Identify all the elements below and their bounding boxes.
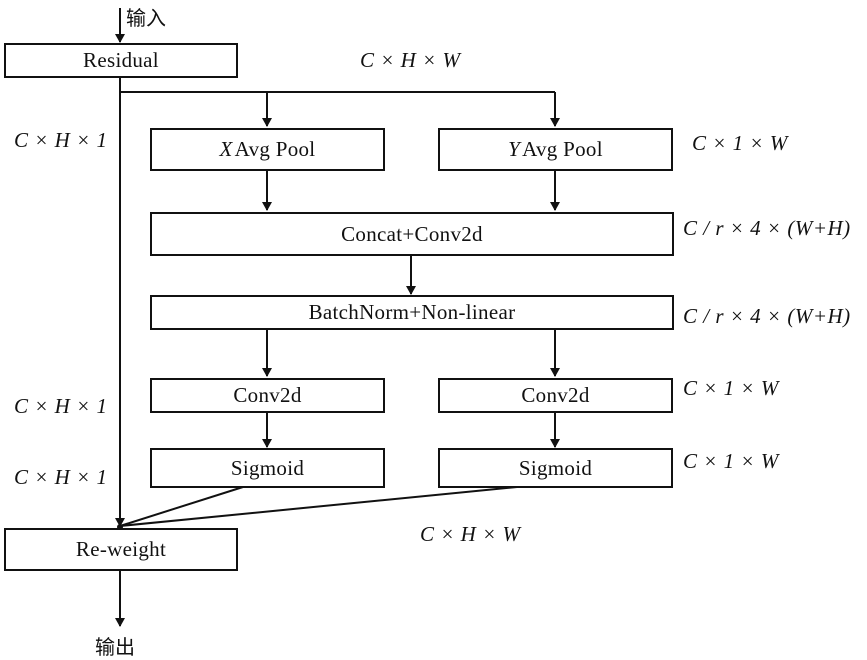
sigmoid-right-label: Sigmoid [518,455,593,480]
dim-reweight-in: C × H × W [420,522,521,546]
conv2d-left-box: Conv2d [150,378,385,413]
sigmoid-left-label: Sigmoid [230,455,305,480]
residual-label: Residual [83,48,159,72]
input-label: 输入 [126,6,166,30]
batchnorm-box: BatchNorm+Non-linear [150,295,674,330]
y-avg-pool-box: YAvg Pool [438,128,673,171]
x-avg-pool-text: Avg Pool [234,137,316,161]
dim-right-pool: C × 1 × W [692,131,788,155]
reweight-box: Re-weight [4,528,238,571]
sigmoid-right-to-junction-line [119,486,518,527]
dim-left-pool: C × H × 1 [14,128,108,152]
x-avg-pool-label: XAvg Pool [220,137,316,162]
x-avg-pool-box: XAvg Pool [150,128,385,171]
output-label: 输出 [95,635,135,659]
dim-conv-right: C × 1 × W [683,376,779,400]
y-var: Y [508,137,521,161]
conv2d-right-label: Conv2d [521,383,590,407]
concat-conv2d-label: Concat+Conv2d [341,221,483,246]
conv2d-left-label: Conv2d [233,383,302,407]
y-avg-pool-label: YAvg Pool [508,137,603,162]
sigmoid-right-box: Sigmoid [438,448,673,488]
dim-conv-left: C × H × 1 [14,394,108,418]
reweight-label: Re-weight [75,537,167,561]
dim-sigmoid-left: C × H × 1 [14,465,108,489]
sigmoid-left-box: Sigmoid [150,448,385,488]
dim-residual-out: C × H × W [360,48,461,72]
conv2d-right-box: Conv2d [438,378,673,413]
y-avg-pool-text: Avg Pool [522,137,603,161]
dim-concat-out: C / r × 4 × (W+H) [683,216,851,240]
concat-conv2d-box: Concat+Conv2d [150,212,674,256]
dim-bn-out: C / r × 4 × (W+H) [683,304,851,328]
residual-box: Residual [4,43,238,78]
sigmoid-left-to-junction-line [119,486,244,527]
batchnorm-label: BatchNorm+Non-linear [308,300,516,324]
x-var: X [219,137,233,161]
dim-sigmoid-right: C × 1 × W [683,449,779,473]
